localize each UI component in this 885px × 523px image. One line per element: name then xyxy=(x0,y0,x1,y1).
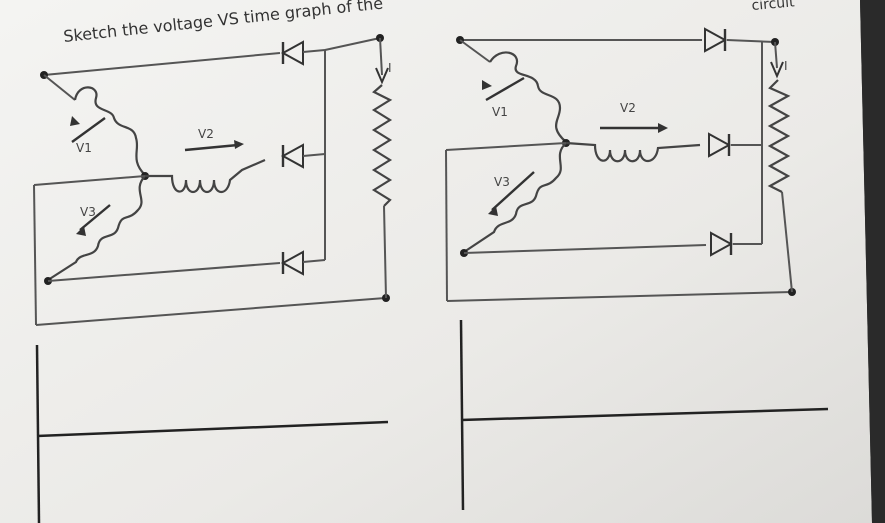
paper-edge-shadow xyxy=(860,0,885,523)
label-v2-right: V2 xyxy=(620,101,636,115)
voltage-arrow-v3 xyxy=(79,204,111,231)
coil-v2-right xyxy=(565,141,701,163)
coil-v3-right xyxy=(463,142,567,253)
current-arrow-left xyxy=(375,67,389,85)
voltage-arrow-v3 xyxy=(491,171,535,211)
worksheet-heading-right: circuit xyxy=(751,0,796,14)
wire xyxy=(445,149,448,302)
wire xyxy=(379,37,383,76)
arrow-head xyxy=(70,116,80,126)
wire xyxy=(459,39,491,63)
wire-bottom-left xyxy=(47,262,281,282)
y-axis-right xyxy=(459,319,465,511)
wire xyxy=(445,142,567,151)
label-current-right: I xyxy=(784,59,788,73)
current-arrow-right xyxy=(770,61,784,79)
wire-bottom-right xyxy=(463,244,707,254)
wire-return-left xyxy=(35,297,387,326)
label-v1-left: V1 xyxy=(76,141,92,155)
arrow-head xyxy=(234,140,244,149)
wire xyxy=(383,205,387,299)
voltage-arrow-v2 xyxy=(184,143,239,152)
voltage-arrow-v1 xyxy=(485,76,525,102)
arrow-head xyxy=(76,226,86,236)
arrow-head xyxy=(658,123,668,133)
wire-return-right xyxy=(446,291,793,302)
coil-v1-right xyxy=(489,51,567,143)
coil-v2-left xyxy=(145,158,266,194)
wire xyxy=(302,259,326,263)
graph-axes-left xyxy=(35,344,389,523)
circuit-right: V1 V2 V3 I xyxy=(445,27,796,302)
wire xyxy=(781,191,793,293)
x-axis-right xyxy=(460,407,829,422)
y-axis-left xyxy=(35,344,41,523)
label-v3-left: V3 xyxy=(80,205,96,219)
label-v1-right: V1 xyxy=(492,105,508,119)
wire xyxy=(43,74,76,101)
circuit-left: V1 V2 V3 I xyxy=(33,34,393,326)
label-v3-right: V3 xyxy=(494,175,510,189)
coil-v1-left xyxy=(73,86,146,176)
graph-axes-right xyxy=(459,319,829,511)
wire xyxy=(774,41,778,69)
arrow-head xyxy=(482,80,492,90)
coil-v3-left xyxy=(47,175,146,281)
load-resistor-right xyxy=(767,79,791,193)
load-resistor-left xyxy=(371,84,393,207)
wire xyxy=(324,37,381,51)
voltage-arrow-v1 xyxy=(71,117,106,143)
label-v2-left: V2 xyxy=(198,127,214,141)
wire xyxy=(726,39,776,43)
arrow-head xyxy=(488,206,498,216)
label-current-left: I xyxy=(388,61,392,75)
x-axis-left xyxy=(36,420,389,438)
wire xyxy=(33,175,146,186)
wire xyxy=(33,184,37,326)
wire xyxy=(302,49,326,53)
wire xyxy=(302,153,326,157)
wire-top-left xyxy=(43,52,281,76)
